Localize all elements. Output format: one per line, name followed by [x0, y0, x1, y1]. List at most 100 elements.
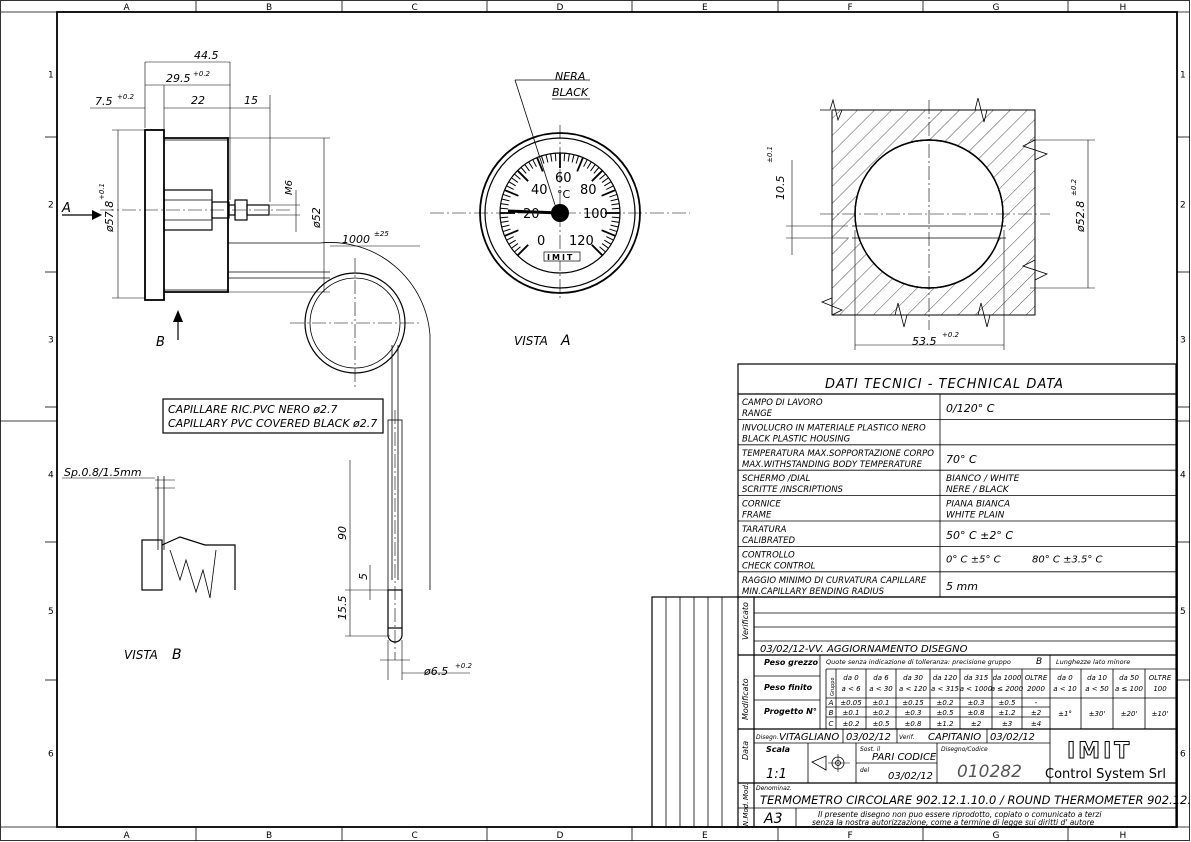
- row-label-right: 4: [1180, 471, 1186, 481]
- svg-text:±0.2: ±0.2: [1070, 178, 1078, 196]
- svg-text:B: B: [172, 647, 182, 663]
- progetto: Progetto N°: [764, 707, 817, 716]
- dial-tick: [601, 177, 609, 183]
- tech-label-it: CONTROLLO: [742, 550, 795, 560]
- tech-label-en: CALIBRATED: [742, 536, 795, 546]
- tol-note: Quote senza indicazione di tolleranza: p…: [826, 658, 1011, 666]
- ang-bottom: 100: [1153, 685, 1167, 693]
- dim-29-5: 29.5: [166, 72, 191, 85]
- dial-tick: [610, 224, 619, 228]
- range-top: da 30: [903, 674, 923, 682]
- tol-cell: ±0.1: [873, 699, 890, 707]
- ang-bottom: a ≤ 100: [1115, 685, 1144, 693]
- range-bottom: a < 30: [869, 685, 893, 693]
- tech-value: 0° C ±5° C: [946, 554, 1001, 565]
- dial-tick: [590, 164, 596, 172]
- svg-text:+0.2: +0.2: [193, 70, 211, 78]
- tech-label-en: MIN.CAPILLARY BENDING RADIUS: [742, 587, 885, 597]
- svg-text:+0.1: +0.1: [98, 183, 106, 200]
- col-label-top: B: [266, 3, 272, 13]
- col-label-bottom: F: [848, 831, 853, 841]
- range-top: OLTRE: [1025, 674, 1048, 682]
- tol-cell: -: [1035, 699, 1038, 707]
- dial-tick: [593, 167, 600, 174]
- tech-value: BIANCO / WHITE: [946, 474, 1020, 484]
- bezel: [144, 129, 165, 301]
- drawing-description: TERMOMETRO CIRCOLARE 902.12.1.10.0 / ROU…: [760, 793, 1191, 807]
- row-label-left: 3: [48, 336, 54, 346]
- label-mod: Mod.: [742, 783, 750, 800]
- dial-tick: [502, 228, 511, 233]
- range-bottom: a < 315: [931, 685, 960, 693]
- tech-label-it: RAGGIO MINIMO DI CURVATURA CAPILLARE: [742, 576, 927, 586]
- range-top: da 6: [873, 674, 889, 682]
- dial-tick: [504, 189, 519, 197]
- peso-grezzo: Peso grezzo: [764, 658, 819, 667]
- col-label-top: E: [702, 3, 708, 13]
- row-ticks: [45, 136, 1190, 681]
- dial-tick: [506, 185, 514, 190]
- dial-tick: [516, 169, 529, 182]
- range-bottom: a < 120: [899, 685, 928, 693]
- dial-tick: [501, 198, 510, 202]
- dial-brand: IMIT: [547, 253, 574, 262]
- dial-tick: [604, 181, 612, 187]
- dial-tick: [586, 161, 592, 169]
- scale-60: 60: [555, 171, 572, 186]
- dial-tick: [611, 216, 620, 219]
- row-label-left: 1: [48, 71, 54, 81]
- arrow-b-label: B: [156, 335, 165, 350]
- dim-7-5: 7.5: [95, 95, 113, 108]
- dim-57-8: ø57.8: [103, 201, 116, 233]
- verifier-date: 03/02/12: [990, 732, 1035, 743]
- tol-cell: ±0.15: [902, 699, 924, 707]
- tech-value: 5 mm: [946, 580, 978, 593]
- dial-tick: [563, 153, 566, 162]
- dial-tick: [550, 153, 553, 162]
- dim-52: ø52: [310, 207, 323, 229]
- m6-thread: [246, 204, 270, 216]
- col-label-bottom: H: [1120, 831, 1127, 841]
- capillary-note-en: CAPILLARY PVC COVERED BLACK ø2.7: [168, 417, 377, 430]
- vista-b-detail: Sp.0.8/1.5mm VISTA B: [62, 466, 236, 663]
- dial-tick: [606, 185, 614, 190]
- tech-value: 0/120° C: [946, 402, 995, 415]
- tol-cell: ±2: [971, 720, 982, 728]
- dial-tick: [500, 220, 509, 223]
- dim-5: 5: [357, 573, 370, 580]
- ang-top: da 50: [1119, 674, 1139, 682]
- black-label: BLACK: [552, 86, 589, 99]
- tol-cell: ±0.2: [873, 709, 891, 717]
- projection-symbol-icon: [811, 754, 850, 772]
- dial-tick: [610, 198, 619, 202]
- svg-text:Scala: Scala: [766, 745, 790, 754]
- ang-top: da 0: [1057, 674, 1073, 682]
- dial-tick: [571, 154, 575, 163]
- dial-tick: [601, 189, 616, 197]
- tol-cell: A: [828, 699, 834, 707]
- dim-52-8: ø52.8: [1074, 201, 1087, 233]
- tech-label-it: TARATURA: [742, 525, 787, 535]
- tech-label-it: CORNICE: [742, 500, 781, 510]
- del-date: 03/02/12: [888, 771, 933, 782]
- dial-tick: [609, 193, 618, 198]
- dial-tick: [591, 169, 604, 182]
- tech-label-en: MAX.WITHSTANDING BODY TEMPERATURE: [742, 460, 923, 470]
- svg-text:B: B: [1036, 657, 1042, 667]
- tech-value-2: 80° C ±3.5° C: [1032, 554, 1103, 565]
- company-logo: IMIT: [1067, 739, 1132, 764]
- ang-bottom: a < 10: [1053, 685, 1077, 693]
- col-label-bottom: A: [124, 831, 131, 841]
- row-label-right: 3: [1180, 336, 1186, 346]
- col-label-bottom: C: [412, 831, 418, 841]
- legal-line-1: Il presente disegno non puo essere ripro…: [818, 810, 1102, 819]
- dim-m6: M6: [284, 180, 295, 195]
- dial-tick: [506, 236, 514, 241]
- tech-label-en: RANGE: [742, 409, 773, 419]
- dial-tick: [599, 246, 606, 253]
- tech-label-it: TEMPERATURA MAX.SOPPORTAZIONE CORPO: [742, 449, 934, 459]
- tech-label-it: SCHERMO /DIAL: [742, 474, 810, 484]
- row-label-right: 1: [1180, 71, 1186, 81]
